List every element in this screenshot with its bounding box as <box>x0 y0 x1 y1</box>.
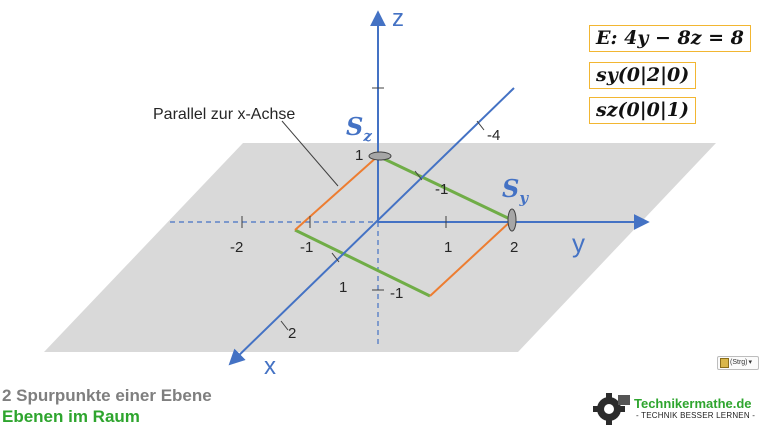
y-axis-label: y <box>572 228 585 258</box>
z-axis-label: z <box>392 5 404 32</box>
paste-options-label: (Strg) <box>730 359 748 366</box>
trace-line-orange-right <box>429 219 513 297</box>
y-tick-label: 1 <box>444 239 452 256</box>
sz-point-marker <box>368 151 392 161</box>
annotation-parallel: Parallel zur x-Achse <box>153 106 295 123</box>
z-tick-label: 1 <box>355 147 363 164</box>
footer-subtitle: Ebenen im Raum <box>2 407 140 426</box>
xy-plane <box>44 143 716 352</box>
sz-equation: sz(0|0|1) <box>596 99 689 121</box>
trace-line-green-top <box>377 154 513 222</box>
annotation-leader <box>281 120 339 187</box>
plane-equation-box: E: 4y − 8z = 8 <box>589 25 751 52</box>
x-tick-label: 2 <box>288 325 296 342</box>
x-tick <box>476 120 485 131</box>
x-tick <box>331 252 340 263</box>
x-tick <box>414 170 423 181</box>
brand-name: Technikermathe.de <box>634 396 752 411</box>
x-axis <box>228 87 515 366</box>
footer-title: 2 Spurpunkte einer Ebene <box>2 386 212 405</box>
trace-line-orange-left <box>294 155 379 231</box>
chevron-down-icon: ▾ <box>748 359 753 366</box>
x-tick-label: -4 <box>487 127 500 144</box>
sz-equation-box: sz(0|0|1) <box>589 97 696 124</box>
x-tick-label: 1 <box>339 279 347 296</box>
x-axis-label: x <box>264 353 276 380</box>
paste-options-button[interactable]: (Strg) ▾ <box>717 356 759 370</box>
z-tick-label: -1 <box>390 285 403 302</box>
brand-slogan: - TECHNIK BESSER LERNEN - <box>636 411 756 420</box>
sy-point-marker <box>507 208 517 232</box>
y-tick-label: -2 <box>230 239 243 256</box>
sy-equation-box: sy(0|2|0) <box>589 62 697 89</box>
x-tick <box>280 320 289 331</box>
trace-line-green-bottom <box>294 228 431 298</box>
sy-equation: sy(0|2|0) <box>596 64 690 86</box>
plane-equation: E: 4y − 8z = 8 <box>596 27 744 49</box>
brand-gear-icon <box>593 393 630 425</box>
sz-label: Sz <box>346 112 372 145</box>
y-tick-label: 2 <box>510 239 518 256</box>
y-tick-label: -1 <box>300 239 313 256</box>
clipboard-icon <box>720 358 729 368</box>
x-tick-label: -1 <box>435 181 448 198</box>
